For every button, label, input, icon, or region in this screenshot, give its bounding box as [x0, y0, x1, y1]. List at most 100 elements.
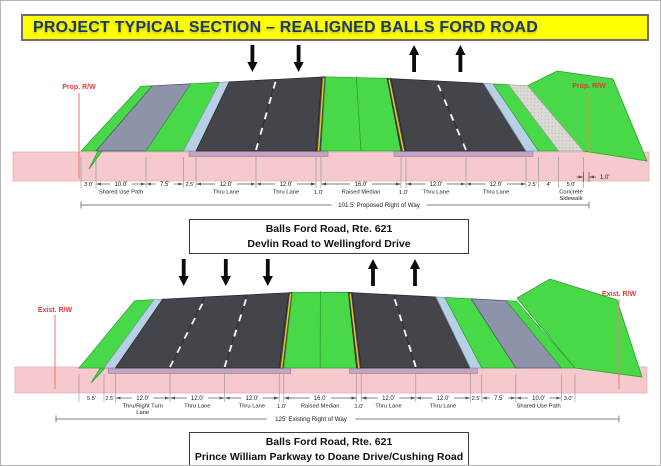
dim-label: 1.0' — [314, 190, 323, 196]
dim-label: 7.5' — [160, 182, 170, 188]
traffic-arrow-up — [409, 259, 421, 286]
dim-label: 10.0' — [115, 182, 128, 188]
dim-label: 12.0' — [382, 396, 395, 402]
dim-label: 7.5' — [494, 396, 504, 402]
dim-arrowhead — [589, 175, 594, 179]
traffic-arrow-up — [409, 45, 420, 72]
dim-sublabel: Shared Use Path — [99, 190, 143, 196]
caption-limits: Prince William Parkway to Doane Drive/Cu… — [194, 450, 464, 463]
pavement-base — [393, 150, 534, 157]
traffic-arrow-down — [293, 45, 304, 72]
total-dim-label: 101.5' Proposed Right of Way — [338, 202, 421, 209]
dim-sublabel: Thru Lane — [239, 404, 265, 410]
dim-sublabel: Raised Median — [301, 404, 340, 410]
dim-label: 1.0' — [354, 404, 363, 410]
dim-arrowhead — [466, 182, 471, 186]
dim-arrowhead — [416, 396, 421, 400]
dim-sublabel: Thru Lane — [273, 190, 299, 196]
dim-arrowhead — [410, 396, 416, 400]
dim-sublabel: Sidewalk — [559, 196, 582, 202]
dim-arrowhead — [196, 182, 201, 186]
dim-label: 12.0' — [245, 396, 258, 402]
total-label-bg — [266, 414, 356, 424]
dim-label: 12.0' — [430, 182, 443, 188]
lane-dash-line — [393, 296, 417, 368]
traffic-arrow-down — [262, 259, 273, 286]
pavement-base — [349, 367, 478, 374]
ground — [12, 151, 650, 182]
dim-label: 5.0' — [567, 182, 576, 188]
strip-grass — [505, 300, 576, 369]
title-banner: PROJECT TYPICAL SECTION – REALIGNED BALL… — [21, 14, 649, 41]
dim-sublabel: Thru Lane — [375, 404, 401, 410]
dim-arrowhead — [465, 396, 470, 400]
strip-sidewalk — [507, 84, 585, 152]
dim-label: 4' — [546, 182, 550, 188]
dim-arrowhead — [146, 182, 151, 186]
traffic-arrow-up — [455, 45, 466, 72]
yellow-edge-line — [317, 77, 325, 152]
total-dim-label: 125' Existing Right of Way — [275, 416, 348, 423]
dim-label: 12.0' — [490, 182, 503, 188]
dim-label: 1.0' — [399, 190, 408, 196]
dim-arrowhead — [516, 396, 521, 400]
dim-label: 2.5' — [185, 182, 194, 188]
dim-arrowhead — [256, 182, 261, 186]
dim-sublabel: Thru Lane — [423, 190, 449, 196]
caption-road-name: Balls Ford Road, Rte. 621 — [265, 436, 393, 448]
dim-sublabel: Thru Lane — [483, 190, 509, 196]
caption-road-name: Balls Ford Road, Rte. 621 — [265, 223, 393, 235]
traffic-arrow-down — [178, 259, 189, 286]
dim-label: 1.0' — [277, 404, 286, 410]
dim-sublabel: Raised Median — [342, 190, 381, 196]
dim-arrowhead — [406, 182, 411, 186]
dim-arrowhead — [361, 396, 367, 400]
lane-dash-line — [223, 296, 248, 368]
dim-arrowhead — [482, 396, 487, 400]
yellow-edge-line — [280, 293, 292, 369]
dim-label: 10.0' — [532, 396, 545, 402]
proposed-typical-section-diagram: 3.0'10.0'Shared Use Path7.5'2.5'12.0'Thr… — [12, 45, 650, 210]
median-center-line — [356, 76, 362, 152]
dim-arrowhead — [251, 182, 256, 186]
lane-dash-line — [436, 82, 467, 151]
rw-label: Exist. R/W — [602, 291, 637, 298]
dim-sublabel: Concrete — [559, 190, 583, 196]
dim-arrowhead — [141, 182, 146, 186]
page-title: PROJECT TYPICAL SECTION – REALIGNED BALL… — [33, 18, 539, 36]
dim-label: 12.0' — [280, 182, 293, 188]
lane-dash-line — [169, 298, 206, 368]
dim-arrowhead — [461, 182, 466, 186]
dim-arrowhead — [165, 396, 170, 400]
dim-arrowhead — [284, 396, 289, 400]
yellow-edge-line — [349, 293, 360, 369]
dim-arrowhead — [321, 182, 326, 186]
dim-arrowhead — [274, 396, 279, 400]
dim-arrowhead — [578, 175, 583, 179]
caption-limits: Devlin Road to Wellingford Drive — [247, 237, 411, 250]
dim-sublabel: Lane — [136, 410, 149, 416]
dim-label: 12.0' — [191, 396, 204, 402]
rw-label: Prop. R/W — [572, 83, 606, 90]
dim-sublabel: Shared Use Path — [517, 404, 561, 410]
dim-label: 2.5' — [528, 182, 537, 188]
dim-arrowhead — [311, 182, 316, 186]
pavement-base — [108, 367, 292, 374]
dim-label: 12.0' — [437, 396, 450, 402]
dim-arrowhead — [556, 396, 561, 400]
yellow-edge-line — [388, 79, 405, 152]
right-embankment — [516, 278, 643, 378]
dim-label: 12.0' — [136, 396, 149, 402]
dim-label: 16.0' — [314, 396, 327, 402]
dim-arrowhead — [396, 182, 401, 186]
dim-arrowhead — [178, 182, 183, 186]
dim-arrowhead — [351, 396, 357, 400]
traffic-arrow-up — [367, 259, 379, 286]
dim-label: 16.0' — [355, 182, 368, 188]
dim-arrowhead — [219, 396, 225, 400]
pavement-base — [188, 150, 329, 157]
dim-label: 2.5' — [105, 396, 114, 402]
dim-sublabel: Thru Lane — [184, 404, 210, 410]
dim-label: 12.0' — [220, 182, 233, 188]
dim-label: 3.0' — [564, 396, 573, 402]
